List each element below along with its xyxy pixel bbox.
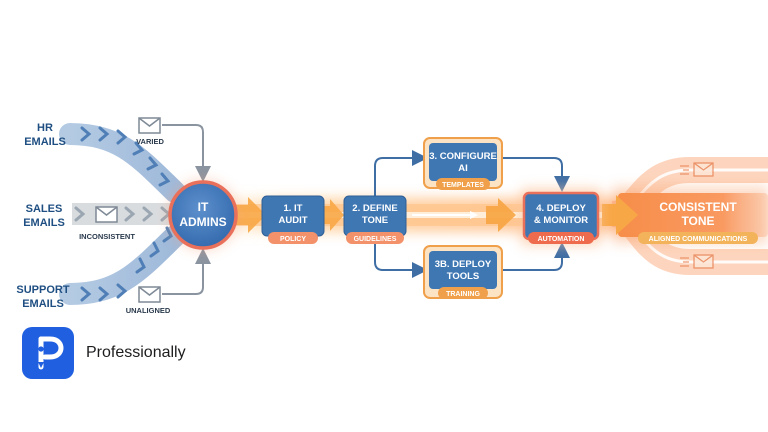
step-title-line1: 3. CONFIGURE xyxy=(429,151,497,162)
configure-to-deploy xyxy=(502,157,570,192)
step-title-line2: AI xyxy=(458,163,468,174)
envelope-icon xyxy=(95,206,118,223)
step-title-line1: 2. DEFINE xyxy=(352,203,397,214)
sales-chevrons xyxy=(74,206,172,222)
support-stream xyxy=(59,225,186,305)
arrow-icon xyxy=(470,211,478,219)
hr-label-line2: EMAILS xyxy=(24,136,66,148)
result-consistent-tone: CONSISTENT TONE ALIGNED COMMUNICATIONS xyxy=(638,200,758,244)
brand: Professionally xyxy=(22,327,186,379)
step-title-line2: AUDIT xyxy=(278,215,307,226)
step-title-line2: & MONITOR xyxy=(534,215,588,226)
branch-to-tools xyxy=(374,244,428,278)
flow-arrows xyxy=(236,195,638,235)
hr-label-line1: HR xyxy=(37,122,53,134)
result-tag: ALIGNED COMMUNICATIONS xyxy=(649,236,748,243)
unaligned-connector xyxy=(162,248,211,295)
step-title-line1: 1. IT xyxy=(283,203,302,214)
brand-name: Professionally xyxy=(86,344,186,361)
arrow-icon xyxy=(236,197,266,233)
arrow-icon xyxy=(324,199,344,231)
step-title-line1: 4. DEPLOY xyxy=(536,203,586,214)
step-deploy-tools: 3B. DEPLOY TOOLS TRAINING xyxy=(423,245,503,299)
result-title-line2: TONE xyxy=(681,214,714,228)
step-configure-ai: 3. CONFIGURE AI TEMPLATES xyxy=(423,137,503,190)
sales-label-line1: SALES xyxy=(26,203,63,215)
step-define-tone: 2. DEFINE TONE GUIDELINES xyxy=(343,195,407,244)
step-it-audit: 1. IT AUDIT POLICY xyxy=(261,195,325,244)
branch-to-configure xyxy=(374,150,428,196)
unaligned-tag: UNALIGNED xyxy=(126,306,171,315)
step-tag: POLICY xyxy=(280,236,306,243)
support-label-line2: EMAILS xyxy=(22,298,64,310)
arrow-icon xyxy=(486,198,516,232)
hr-stream xyxy=(59,123,186,203)
stream-chevrons xyxy=(80,126,173,302)
inconsistent-tag: INCONSISTENT xyxy=(79,232,135,241)
step-title-line1: 3B. DEPLOY xyxy=(435,259,492,270)
step-tag: AUTOMATION xyxy=(538,236,585,243)
step-title-line2: TOOLS xyxy=(447,271,480,282)
it-admins-hub xyxy=(168,180,238,250)
hub-label-line2: ADMINS xyxy=(179,215,226,229)
arrow-icon xyxy=(602,195,638,235)
envelope-icon xyxy=(680,254,714,269)
support-label-line1: SUPPORT xyxy=(16,284,69,296)
step-tag: TRAINING xyxy=(446,291,480,298)
envelope-icon xyxy=(138,117,161,134)
varied-tag: VARIED xyxy=(136,137,164,146)
step-deploy-monitor: 4. DEPLOY & MONITOR AUTOMATION xyxy=(520,188,602,246)
envelope-icon xyxy=(680,162,714,177)
envelope-icon xyxy=(138,286,161,303)
step-tag: GUIDELINES xyxy=(354,236,397,243)
p-pen-logo-icon xyxy=(22,327,74,379)
varied-connector xyxy=(162,124,211,182)
tools-to-deploy xyxy=(502,242,570,271)
result-title-line1: CONSISTENT xyxy=(659,200,737,214)
step-tag: TEMPLATES xyxy=(442,182,484,189)
step-title-line2: TONE xyxy=(362,215,388,226)
sales-label-line2: EMAILS xyxy=(23,217,65,229)
hub-label-line1: IT xyxy=(198,200,209,214)
